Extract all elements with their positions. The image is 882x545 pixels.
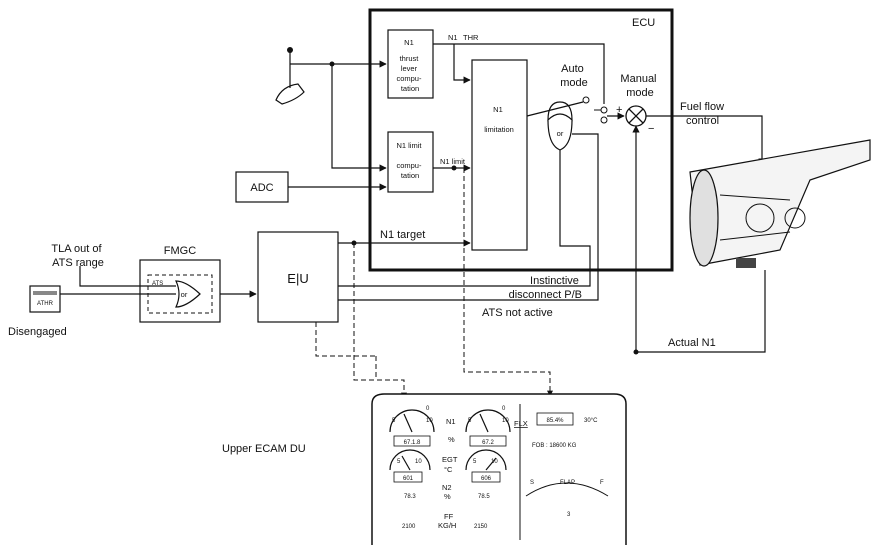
egt-right-dial-five: 5 [473, 459, 477, 465]
actual-n1-label: Actual N1 [668, 337, 716, 349]
summing-cross-2 [628, 108, 644, 124]
flap-value: 3 [567, 512, 571, 518]
ff-left-value: 2100 [402, 524, 416, 530]
ecu-frame [368, 8, 674, 272]
plus-sign: + [616, 104, 622, 116]
ecu-or-label: or [557, 129, 564, 138]
n1-thrust-lever-block [387, 29, 434, 99]
manual-mode-label: Manual mode [620, 73, 659, 99]
switch-auto-contact [582, 96, 590, 104]
auto-mode-label: Auto mode [560, 63, 588, 89]
fuel-flow-label: Fuel flow control [680, 101, 727, 127]
fmgc-block [139, 259, 221, 323]
adc-label: ADC [250, 182, 273, 194]
n2-right-value: 78.5 [478, 494, 490, 500]
egt-right-value: 606 [481, 476, 492, 482]
flap-s-label: S [530, 480, 534, 486]
engine-illustration [689, 139, 871, 268]
n1-right-readout [469, 435, 507, 447]
ats-not-active-label: ATS not active [482, 307, 553, 319]
egt-label: EGT [442, 455, 458, 464]
thrust-lever-icon [275, 83, 305, 105]
n1-left-dial [389, 409, 435, 433]
egt-left-dial [389, 449, 431, 471]
n1-left-readout [393, 435, 431, 447]
n2-label: N2 [442, 483, 452, 492]
fmgc-or-label: or [181, 290, 188, 299]
n1-left-needle [403, 413, 413, 433]
n1-limitation-label: N1 limitation [484, 105, 514, 134]
n1-label: N1 [446, 417, 456, 426]
n1-right-dial [465, 409, 511, 433]
n1-right-dial-five: 5 [468, 418, 472, 424]
egt-unit: °C [444, 465, 453, 474]
n1-limitation-block [471, 59, 528, 251]
n1-right-dial-zero: 0 [502, 406, 506, 412]
junction-dot-4 [633, 349, 639, 355]
flap-label: FLAP [560, 480, 575, 486]
ecam-display: 67.1.8 67.2 N1 % 0 5 10 0 5 10 601 606 E… [371, 393, 627, 545]
ff-right-value: 2150 [474, 524, 488, 530]
flx-temp: 30°C [584, 418, 598, 424]
athr-pushbutton [29, 285, 61, 313]
eiu-block [257, 231, 339, 323]
egt-right-needle [485, 457, 497, 471]
flx-label: FLX [514, 419, 528, 428]
minus-sign: − [648, 123, 654, 135]
n1-left-dial-ten: 10 [426, 418, 433, 424]
ff-unit: KG/H [438, 521, 456, 530]
fob-label: FOB : 18600 KG [532, 443, 577, 449]
n1-limit-computation-block [387, 131, 434, 193]
fmgc-label: FMGC [164, 245, 196, 257]
ats-label: ATS [152, 281, 163, 287]
egt-left-dial-five: 5 [397, 459, 401, 465]
n1-left-value: 67.1.8 [404, 440, 421, 446]
n1-right-value: 67.2 [482, 440, 494, 446]
fmgc-or-gate [175, 280, 201, 308]
n2-unit: % [444, 492, 451, 501]
n1-target-label: N1 target [380, 229, 425, 241]
egt-left-dial-ten: 10 [415, 459, 422, 465]
n1-limit-label: N1 limit [440, 157, 466, 166]
flx-value-box [536, 412, 574, 426]
athr-label: ATHR [37, 301, 54, 307]
ecu-or-gate [547, 101, 573, 122]
eiu-label: E|U [287, 271, 308, 286]
signal-lines [60, 43, 766, 353]
egt-left-needle [401, 455, 411, 471]
n1-left-dial-zero: 0 [426, 406, 430, 412]
junction-dot-2 [451, 165, 457, 171]
flx-value: 85.4% [546, 418, 564, 424]
n2-left-value: 78.3 [404, 494, 416, 500]
n1-right-needle [479, 413, 489, 433]
n1-limit-computation-label: N1 limit compu- tation [396, 141, 423, 180]
egt-left-readout [393, 471, 423, 483]
ecu-title: ECU [632, 17, 655, 29]
n1-left-dial-five: 5 [392, 418, 396, 424]
egt-right-dial [465, 449, 507, 471]
egt-right-dial-ten: 10 [491, 459, 498, 465]
n1-right-dial-ten: 10 [502, 418, 509, 424]
egt-right-readout [471, 471, 501, 483]
instinctive-label: Instinctive disconnect P/B [509, 275, 582, 301]
flap-arc [525, 482, 609, 497]
n1-thrust-lever-label: N1 thrust lever compu- tation [396, 38, 423, 93]
egt-left-value: 601 [403, 476, 414, 482]
adc-block [235, 171, 289, 203]
disengaged-label: Disengaged [8, 326, 67, 338]
flap-f-label: F [600, 480, 604, 486]
n1-unit: % [448, 435, 455, 444]
ff-label: FF [444, 512, 454, 521]
thr-label: THR [463, 33, 479, 42]
switch-manual-contact [600, 116, 608, 124]
n1-thr-label: N1 [448, 33, 458, 42]
thrust-lever-pivot [287, 47, 293, 53]
junction-dot-1 [329, 61, 335, 67]
switch-pivot-contact [600, 106, 608, 114]
ecam-dashed-links [315, 168, 553, 399]
tla-label: TLA out of ATS range [51, 243, 104, 269]
upper-ecam-label: Upper ECAM DU [222, 443, 306, 455]
